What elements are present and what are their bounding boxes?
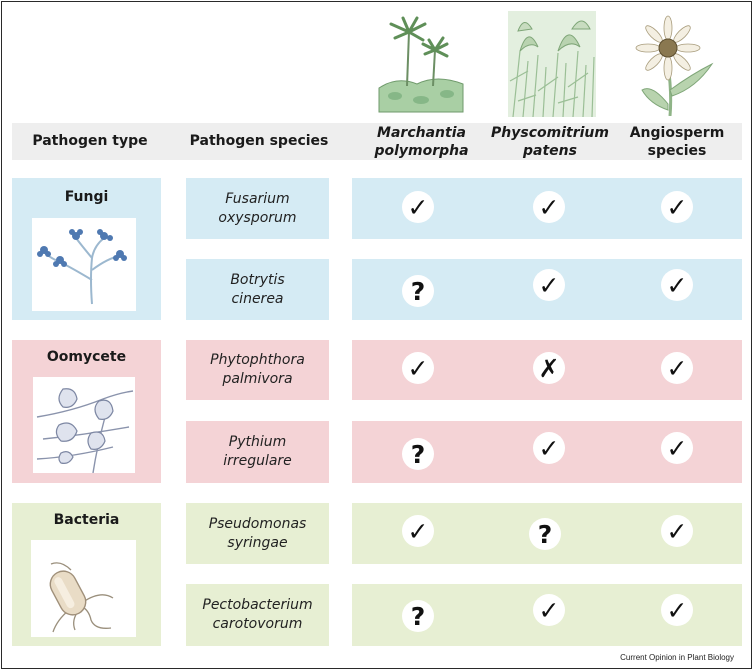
type-label: Fungi <box>64 189 109 205</box>
result-mark: ✓ <box>533 432 565 464</box>
type-label: Bacteria <box>53 512 120 528</box>
fungal-hyphae-icon <box>37 229 127 305</box>
header-pathogen-type: Pathogen type <box>32 133 148 149</box>
type-box-bacteria: Bacteria <box>12 503 161 646</box>
result-mark: ✓ <box>661 515 693 547</box>
header-pathogen-species: Pathogen species <box>189 133 329 149</box>
journal-credit: Current Opinion in Plant Biology <box>620 653 734 662</box>
result-mark: ? <box>529 518 561 550</box>
marchantia-plant-icon <box>378 16 464 113</box>
thumbnail <box>32 218 136 311</box>
result-mark: ✓ <box>402 515 434 547</box>
result-mark: ? <box>402 600 434 632</box>
oomycete-sporangia-icon <box>36 388 134 474</box>
result-mark: ✓ <box>661 352 693 384</box>
result-mark: ✓ <box>661 269 693 301</box>
physcomitrium-moss-icon <box>508 11 596 117</box>
species-box <box>186 421 329 483</box>
result-mark: ✓ <box>533 594 565 626</box>
type-box-oomycete: Oomycete <box>12 340 161 483</box>
species-box <box>186 503 329 564</box>
header-band <box>12 123 742 160</box>
result-mark: ✓ <box>402 191 434 223</box>
rod-bacterium-icon <box>49 562 114 633</box>
species-box <box>186 584 329 646</box>
angiosperm-flower-icon <box>635 15 714 116</box>
species-box <box>186 178 329 239</box>
result-mark: ✓ <box>402 352 434 384</box>
result-mark: ✓ <box>661 594 693 626</box>
result-mark: ✓ <box>533 191 565 223</box>
thumbnail <box>31 540 136 637</box>
species-box <box>186 259 329 320</box>
species-box <box>186 340 329 400</box>
type-box-fungi: Fungi <box>12 178 161 320</box>
result-mark: ✓ <box>661 432 693 464</box>
result-mark: ✓ <box>533 269 565 301</box>
result-mark: ✗ <box>533 352 565 384</box>
result-mark: ? <box>402 438 434 470</box>
result-mark: ? <box>402 275 434 307</box>
result-mark: ✓ <box>661 191 693 223</box>
thumbnail <box>33 377 135 474</box>
type-label: Oomycete <box>46 349 127 365</box>
